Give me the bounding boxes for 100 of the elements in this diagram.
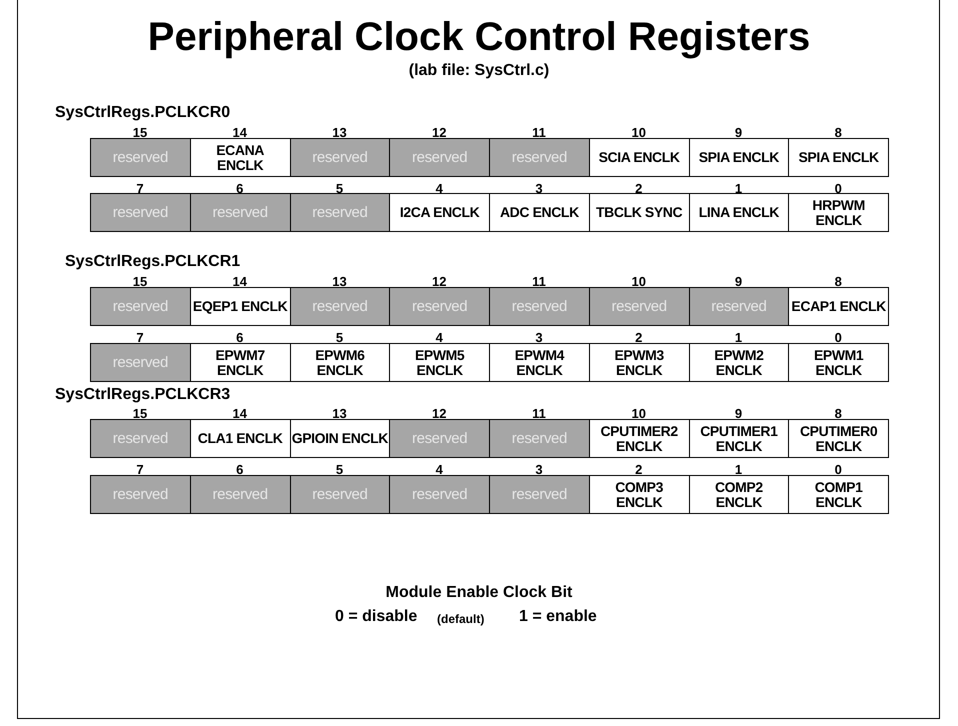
reserved-bit-field: reserved [90, 475, 191, 514]
bit-number: 15 [132, 406, 148, 421]
bit-field: COMP2 ENCLK [688, 475, 790, 514]
bit-number: 1 [734, 181, 744, 196]
bit-number: 6 [235, 462, 244, 477]
bit-number: 13 [331, 406, 348, 421]
bit-number: 11 [531, 406, 547, 421]
bit-field: EPWM2 ENCLK [688, 343, 790, 382]
bit-number: 12 [431, 406, 448, 421]
bit-field: SCIA ENCLK [588, 138, 690, 177]
reserved-bit-field: reserved [489, 138, 590, 177]
bit-number: 5 [334, 181, 344, 196]
title: Peripheral Clock Control Registers [146, 14, 812, 60]
bit-number: 15 [132, 125, 148, 140]
bit-field: HRPWM ENCLK [788, 193, 889, 232]
bit-field: CLA1 ENCLK [190, 419, 290, 458]
bit-number: 4 [434, 462, 444, 477]
reserved-bit-field: reserved [389, 138, 490, 177]
reserved-bit-field: reserved [190, 475, 290, 514]
bit-number: 2 [634, 330, 644, 345]
bit-number: 13 [331, 125, 348, 140]
legend-text: 0 = disable [335, 608, 418, 626]
bit-number: 6 [235, 330, 244, 345]
register-name: SysCtrlRegs.PCLKCR3 [55, 386, 230, 404]
bit-number: 1 [734, 462, 744, 477]
reserved-bit-field: reserved [290, 193, 390, 232]
bit-field: EPWM5 ENCLK [389, 343, 490, 382]
bit-field: LINA ENCLK [688, 193, 790, 232]
bit-number: 8 [834, 406, 843, 421]
legend-text: 1 = enable [519, 608, 597, 626]
bit-number: 8 [834, 125, 843, 140]
bit-number: 0 [834, 181, 843, 196]
legend-heading: Module Enable Clock Bit [384, 584, 574, 602]
subtitle: (lab file: SysCtrl.c) [408, 62, 550, 80]
bit-number: 3 [534, 181, 544, 196]
reserved-bit-field: reserved [389, 419, 490, 458]
reserved-bit-field: reserved [688, 287, 790, 326]
bit-field: SPIA ENCLK [788, 138, 889, 177]
reserved-bit-field: reserved [90, 287, 191, 326]
bit-field: COMP3 ENCLK [588, 475, 690, 514]
bit-number: 9 [734, 274, 744, 289]
bit-number: 10 [630, 274, 647, 289]
bit-field: TBCLK SYNC [588, 193, 690, 232]
reserved-bit-field: reserved [489, 419, 590, 458]
bit-field: EPWM4 ENCLK [489, 343, 590, 382]
bit-field: EPWM6 ENCLK [290, 343, 390, 382]
bit-field: CPUTIMER1 ENCLK [688, 419, 790, 458]
reserved-bit-field: reserved [90, 193, 191, 232]
bit-number: 8 [834, 274, 843, 289]
register-name: SysCtrlRegs.PCLKCR0 [55, 104, 230, 122]
bit-number: 13 [331, 274, 348, 289]
reserved-bit-field: reserved [389, 287, 490, 326]
reserved-bit-field: reserved [290, 138, 390, 177]
bit-number: 9 [734, 125, 744, 140]
bit-number: 7 [135, 462, 145, 477]
bit-number: 3 [534, 462, 544, 477]
register-name: SysCtrlRegs.PCLKCR1 [65, 253, 240, 271]
bit-field: ADC ENCLK [489, 193, 590, 232]
reserved-bit-field: reserved [489, 475, 590, 514]
bit-number: 11 [531, 274, 547, 289]
bit-number: 0 [834, 462, 843, 477]
bit-number: 4 [434, 330, 444, 345]
bit-number: 3 [534, 330, 544, 345]
bit-field: CPUTIMER0 ENCLK [788, 419, 889, 458]
bit-field: SPIA ENCLK [688, 138, 790, 177]
bit-number: 14 [232, 274, 248, 289]
bit-field: CPUTIMER2 ENCLK [588, 419, 690, 458]
bit-field: EPWM3 ENCLK [588, 343, 690, 382]
bit-number: 12 [431, 274, 448, 289]
bit-number: 2 [634, 462, 644, 477]
reserved-bit-field: reserved [290, 287, 390, 326]
bit-number: 1 [734, 330, 744, 345]
bit-number: 14 [232, 406, 248, 421]
reserved-bit-field: reserved [90, 419, 191, 458]
bit-number: 12 [431, 125, 448, 140]
bit-number: 11 [531, 125, 547, 140]
bit-number: 15 [132, 274, 148, 289]
bit-number: 7 [135, 181, 145, 196]
bit-number: 9 [734, 406, 744, 421]
bit-field: EPWM1 ENCLK [788, 343, 889, 382]
bit-number: 10 [630, 406, 647, 421]
bit-number: 10 [630, 125, 647, 140]
bit-field: EPWM7 ENCLK [190, 343, 290, 382]
reserved-bit-field: reserved [489, 287, 590, 326]
legend-note: (default) [437, 612, 484, 626]
bit-number: 4 [434, 181, 444, 196]
bit-number: 0 [834, 330, 843, 345]
bit-number: 5 [334, 330, 344, 345]
bit-field: I2CA ENCLK [389, 193, 490, 232]
bit-field: COMP1 ENCLK [788, 475, 889, 514]
reserved-bit-field: reserved [90, 343, 191, 382]
bit-number: 6 [235, 181, 244, 196]
reserved-bit-field: reserved [588, 287, 690, 326]
reserved-bit-field: reserved [389, 475, 490, 514]
bit-number: 2 [634, 181, 644, 196]
bit-number: 7 [135, 330, 145, 345]
reserved-bit-field: reserved [90, 138, 191, 177]
bit-number: 14 [232, 125, 248, 140]
reserved-bit-field: reserved [290, 475, 390, 514]
bit-number: 5 [334, 462, 344, 477]
